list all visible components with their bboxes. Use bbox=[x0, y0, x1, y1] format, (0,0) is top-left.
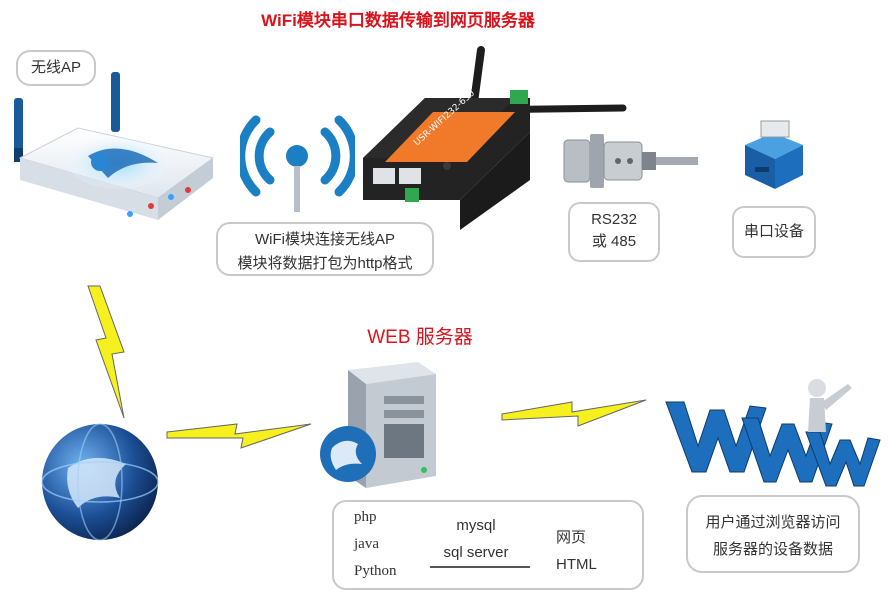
language-item: java bbox=[354, 536, 379, 552]
router-label-box: 无线AP bbox=[16, 50, 96, 86]
web-server-title: WEB 服务器 bbox=[367, 327, 473, 348]
language-item: php bbox=[354, 509, 377, 525]
diagram-title: WiFi模块串口数据传输到网页服务器 bbox=[261, 11, 535, 30]
www-browser-icon bbox=[665, 379, 881, 487]
lightning-bolt-icon bbox=[501, 399, 647, 427]
web-server-icon bbox=[320, 362, 436, 488]
internet-globe-icon bbox=[41, 423, 159, 541]
user-access-box: 用户通过浏览器访问 服务器的设备数据 bbox=[686, 495, 860, 573]
web-page-item: 网页 bbox=[556, 529, 587, 546]
language-item: Python bbox=[354, 563, 397, 579]
lightning-bolt-icon bbox=[166, 423, 312, 449]
backend-languages: php java Python bbox=[354, 504, 397, 585]
database-item: mysql bbox=[456, 517, 496, 534]
database-list: mysql sql server bbox=[434, 512, 518, 566]
wifi-signal-icon bbox=[240, 115, 355, 212]
web-page-item: HTML bbox=[556, 556, 597, 573]
database-item: sql server bbox=[443, 544, 509, 561]
wireless-router-icon bbox=[14, 72, 215, 220]
lightning-bolt-icon bbox=[87, 285, 125, 419]
db9-serial-cable-icon bbox=[563, 134, 698, 188]
rs232-485-label-box: RS232 或 485 bbox=[568, 202, 660, 262]
serial-device-label-box: 串口设备 bbox=[732, 206, 816, 258]
database-underline bbox=[430, 566, 530, 568]
web-page-list: 网页 HTML bbox=[556, 524, 597, 578]
serial-device-printer-icon bbox=[745, 120, 803, 189]
server-stack-box: php java Python mysql sql server 网页 HTML bbox=[332, 500, 644, 590]
wifi-serial-converter-icon: USR-WIFI232-630 bbox=[363, 46, 627, 230]
wifi-module-description: WiFi模块连接无线AP 模块将数据打包为http格式 bbox=[216, 222, 434, 276]
